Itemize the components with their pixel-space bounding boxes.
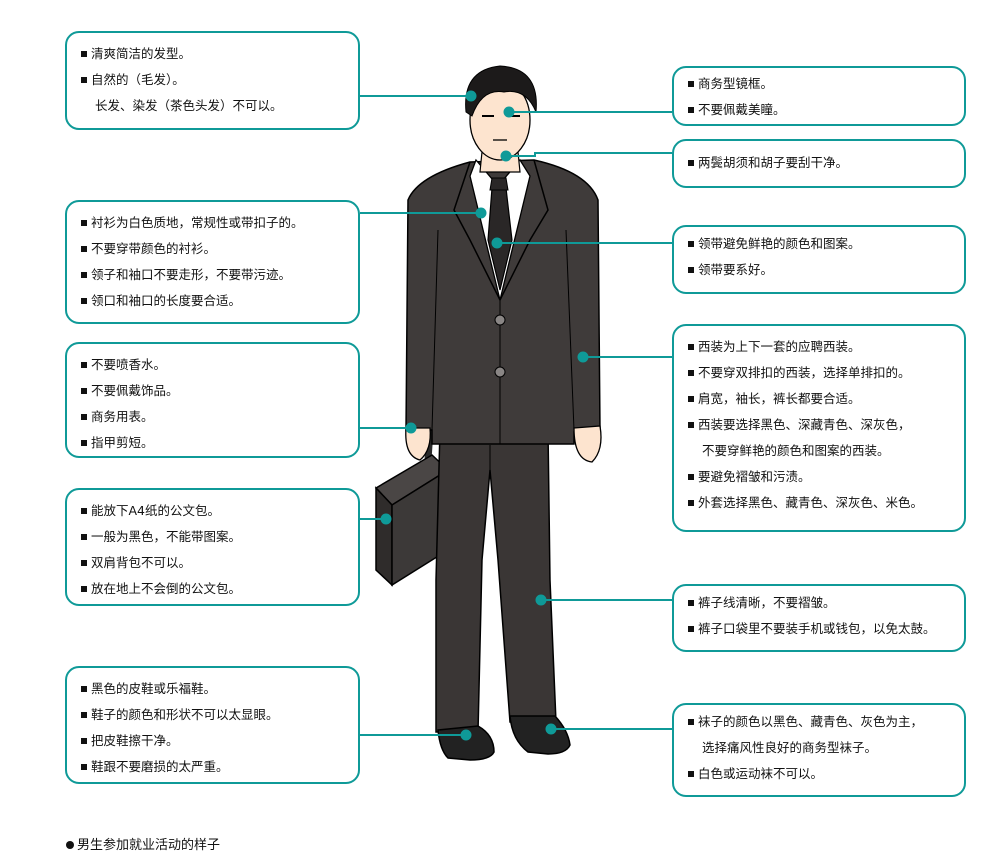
- callout-item: 能放下A4纸的公文包。: [81, 498, 348, 524]
- bullet-dot-icon: [66, 841, 74, 849]
- callout-item: 领口和袖口的长度要合适。: [81, 288, 348, 314]
- callout-item: 不要穿带颜色的衬衫。: [81, 236, 348, 262]
- callout-item: 把皮鞋擦干净。: [81, 728, 348, 754]
- callout-socks: 袜子的颜色以黑色、藏青色、灰色为主， 选择痛风性良好的商务型袜子。 白色或运动袜…: [672, 703, 966, 797]
- callout-shoes: 黑色的皮鞋或乐福鞋。 鞋子的颜色和形状不可以太显眼。 把皮鞋擦干净。 鞋跟不要磨…: [65, 666, 360, 784]
- callout-item: 不要穿鲜艳的颜色和图案的西装。: [702, 443, 890, 458]
- callout-item: 黑色的皮鞋或乐福鞋。: [81, 676, 348, 702]
- callout-glasses: 商务型镜框。 不要佩戴美瞳。: [672, 66, 966, 126]
- callout-item: 西装要选择黑色、深藏青色、深灰色，: [688, 412, 954, 438]
- callout-suit: 西装为上下一套的应聘西装。 不要穿双排扣的西装，选择单排扣的。 肩宽，袖长，裤长…: [672, 324, 966, 532]
- callout-item: 自然的（毛发）。: [81, 67, 348, 93]
- callout-item: 两鬓胡须和胡子要刮干净。: [688, 150, 954, 176]
- callout-pants: 裤子线清晰，不要褶皱。 裤子口袋里不要装手机或钱包，以免太鼓。: [672, 584, 966, 652]
- callout-item: 外套选择黑色、藏青色、深灰色、米色。: [688, 490, 954, 516]
- callout-item: 双肩背包不可以。: [81, 550, 348, 576]
- callout-item: 鞋子的颜色和形状不可以太显眼。: [81, 702, 348, 728]
- figure-caption: 男生参加就业活动的样子: [66, 834, 220, 853]
- callout-item: 领子和袖口不要走形，不要带污迹。: [81, 262, 348, 288]
- callout-item: 衬衫为白色质地，常规性或带扣子的。: [81, 210, 348, 236]
- callout-item: 选择痛风性良好的商务型袜子。: [702, 740, 878, 755]
- callout-item: 商务型镜框。: [688, 71, 954, 97]
- callout-shirt: 衬衫为白色质地，常规性或带扣子的。 不要穿带颜色的衬衫。 领子和袖口不要走形，不…: [65, 200, 360, 324]
- trousers: [435, 429, 557, 733]
- callout-item: 不要佩戴美瞳。: [688, 97, 954, 123]
- callout-item: 不要佩戴饰品。: [81, 378, 348, 404]
- callout-item: 西装为上下一套的应聘西装。: [688, 334, 954, 360]
- callout-item: 鞋跟不要磨损的太严重。: [81, 754, 348, 780]
- callout-item: 裤子线清晰，不要褶皱。: [688, 590, 954, 616]
- callout-item: 长发、染发（茶色头发）不可以。: [95, 98, 283, 113]
- callout-item: 放在地上不会倒的公文包。: [81, 576, 348, 602]
- callout-hands: 不要喷香水。 不要佩戴饰品。 商务用表。 指甲剪短。: [65, 342, 360, 458]
- callout-item: 要避免褶皱和污渍。: [688, 464, 954, 490]
- callout-item: 不要喷香水。: [81, 352, 348, 378]
- callout-item: 不要穿双排扣的西装，选择单排扣的。: [688, 360, 954, 386]
- suit-jacket: [405, 159, 601, 445]
- callout-item: 一般为黑色，不能带图案。: [81, 524, 348, 550]
- callout-item: 白色或运动袜不可以。: [688, 761, 954, 787]
- callout-item: 清爽简洁的发型。: [81, 41, 348, 67]
- hands: [405, 425, 602, 463]
- callout-bag: 能放下A4纸的公文包。 一般为黑色，不能带图案。 双肩背包不可以。 放在地上不会…: [65, 488, 360, 606]
- callout-item: 领带避免鲜艳的颜色和图案。: [688, 231, 954, 257]
- callout-item: 裤子口袋里不要装手机或钱包，以免太鼓。: [688, 616, 954, 642]
- callout-item: 肩宽，袖长，裤长都要合适。: [688, 386, 954, 412]
- callout-item: 袜子的颜色以黑色、藏青色、灰色为主，: [688, 709, 954, 735]
- callout-item: 领带要系好。: [688, 257, 954, 283]
- callout-item: 指甲剪短。: [81, 430, 348, 456]
- briefcase-icon: [374, 423, 450, 587]
- callout-tie: 领带避免鲜艳的颜色和图案。 领带要系好。: [672, 225, 966, 294]
- callout-hair: 清爽简洁的发型。 自然的（毛发）。 长发、染发（茶色头发）不可以。: [65, 31, 360, 130]
- callout-beard: 两鬓胡须和胡子要刮干净。: [672, 139, 966, 188]
- callout-item: 商务用表。: [81, 404, 348, 430]
